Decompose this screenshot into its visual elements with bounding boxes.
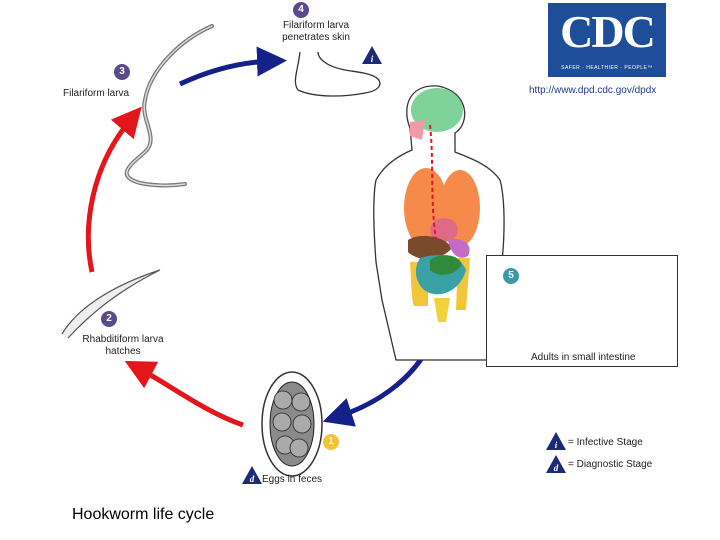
stage-3-label: Filariform larva (63, 88, 130, 99)
rhabditiform-larva-drawing (61, 269, 161, 339)
cdc-logo-letters: CDC (560, 6, 656, 57)
figure-caption: Hookworm life cycle (72, 506, 215, 523)
stage-4-label-line1: Filariform larva (282, 20, 350, 31)
cdc-logo: CDC SAFER · HEALTHIER · PEOPLE™ (548, 3, 666, 77)
stage-2-label-line2: hatches (105, 346, 141, 357)
legend-diagnostic-text: = Diagnostic Stage (568, 459, 653, 470)
foot-drawing (294, 51, 381, 97)
arrow-eggs-to-rhabditiform (124, 360, 244, 428)
stage-3-badge: 3 (114, 64, 130, 80)
filariform-larva-drawing (124, 24, 214, 188)
infective-stage-icon-skin: i (362, 46, 382, 64)
cdc-logo-tagline: SAFER · HEALTHIER · PEOPLE™ (561, 65, 653, 71)
diagnostic-stage-icon-eggs: d (242, 466, 262, 484)
legend-infective-text: = Infective Stage (568, 437, 643, 448)
eggs-label: Eggs in feces (262, 474, 323, 485)
human-host-drawing (373, 85, 505, 361)
arrow-rhabditiform-to-filariform (85, 106, 142, 273)
stage-5-label: Adults in small intestine (531, 352, 636, 363)
legend-diagnostic-icon: d (546, 455, 566, 473)
stage-2-label-line1: Rhabditiform larva (82, 334, 164, 345)
legend-infective-icon: i (546, 432, 566, 450)
stage-4-badge: 4 (293, 2, 309, 18)
stage-1-badge: 1 (323, 434, 339, 450)
stage-5-badge: 5 (503, 268, 519, 284)
source-url[interactable]: http://www.dpd.cdc.gov/dpdx (529, 85, 657, 96)
arrow-filariform-to-skin (178, 46, 287, 87)
stage-4-label-line2: penetrates skin (282, 32, 350, 43)
stage-2-badge: 2 (101, 311, 117, 327)
stage-2-label: Rhabditiform larva hatches (74, 334, 172, 358)
stage-4-label: Filariform larva penetrates skin (272, 20, 360, 44)
